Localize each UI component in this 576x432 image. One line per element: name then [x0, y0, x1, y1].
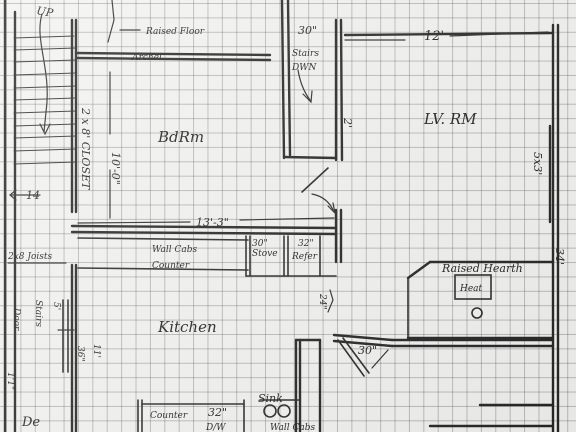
bedroom-door-arrowhead	[327, 202, 336, 215]
side-door-stairs	[57, 299, 75, 373]
label-archel: Archel	[131, 53, 162, 63]
label-dim-12: 12'	[424, 29, 444, 44]
label-dim-24-heat: 24"	[317, 293, 327, 310]
label-left-edge-a: De	[21, 415, 40, 430]
label-dw: D/W	[205, 423, 226, 432]
label-stairs-side: Stairs	[33, 300, 43, 327]
label-dim-5a: 5'	[51, 302, 61, 310]
label-wall-cabs-b: Wall Cabs	[270, 423, 315, 432]
kitchen-cabinets	[77, 235, 337, 277]
bedroom-door	[301, 167, 329, 193]
label-dim-11: 11'	[91, 344, 101, 358]
stairs-down-arrow	[297, 69, 311, 101]
center-door-marker	[327, 289, 334, 313]
label-kitchen: Kitchen	[157, 318, 217, 336]
label-dim-5x3: 5x3'	[531, 152, 544, 175]
stair-up-arrow	[39, 13, 48, 133]
label-sink: Sink	[258, 392, 283, 405]
label-raised-floor: Raised Floor	[145, 27, 205, 37]
raised-hearth	[406, 260, 555, 340]
label-dim-2a: 2'	[341, 117, 354, 128]
angled-passage	[332, 333, 555, 377]
label-up: UP	[35, 4, 54, 20]
label-refer: 32"Refer	[291, 239, 318, 262]
label-dim-1-11: 1'1"	[5, 372, 15, 390]
stair-up-arrowhead	[39, 123, 51, 136]
stairs-down-arrowhead	[302, 90, 313, 104]
arrow-14-head	[9, 189, 17, 201]
label-counter: Counter	[152, 261, 190, 271]
label-heat: Heat	[459, 284, 483, 294]
label-lv-rm: LV. RM	[423, 110, 477, 128]
label-door: Door	[11, 307, 21, 331]
label-dim-36: 36"	[75, 346, 85, 362]
dim-line-12	[344, 31, 549, 41]
label-wall-cabs: Wall Cabs	[152, 245, 197, 255]
label-dim-10: 10'-0"	[109, 152, 122, 185]
label-dim-30b: 30"	[358, 344, 377, 357]
walls	[3, 0, 560, 432]
label-dim-32-dw: 32"	[208, 406, 227, 419]
label-raised-hearth: Raised Hearth	[441, 262, 523, 275]
stair-treads	[13, 35, 77, 165]
label-dim-34: 34'	[553, 248, 566, 265]
label-dim-2x8: 2 x 8' CLOSET	[79, 107, 92, 191]
sink	[259, 399, 301, 418]
label-joists: 2x8 Joists	[7, 252, 53, 262]
label-dim-14: 14	[26, 189, 40, 202]
label-bdrm: BdRm	[157, 128, 204, 146]
label-dim-30a: 30"	[298, 24, 317, 37]
archel-marker	[107, 0, 115, 43]
label-counter-b: Counter	[150, 411, 188, 421]
label-dim-13-3: 13'-3"	[196, 216, 229, 229]
counter-dw	[137, 399, 245, 432]
dim-line-13-3	[77, 217, 335, 224]
label-stove: 30"Stove	[252, 239, 278, 259]
bedroom-door-swing	[311, 193, 335, 213]
